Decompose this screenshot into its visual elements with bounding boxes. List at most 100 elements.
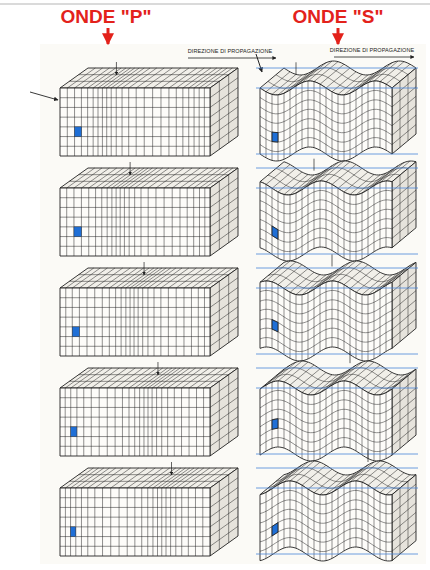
grid-line <box>129 68 157 88</box>
grid-line <box>75 488 76 556</box>
grid-line <box>176 268 204 288</box>
grid-line <box>268 374 400 388</box>
grid-line <box>400 81 401 147</box>
grid-line <box>260 328 392 342</box>
grid-line <box>79 174 229 175</box>
grid-line <box>308 469 332 489</box>
grid-line <box>344 381 345 447</box>
grid-line <box>182 88 183 156</box>
grid-line <box>314 395 315 461</box>
grid-line <box>71 368 99 388</box>
grid-line <box>392 199 416 219</box>
grid-line <box>111 188 112 256</box>
grid-line <box>380 395 381 461</box>
s-wave-block <box>256 361 418 461</box>
grid-line <box>166 488 167 556</box>
grid-line <box>141 188 142 256</box>
grid-line <box>144 68 172 88</box>
grid-line <box>260 409 392 423</box>
grid-line <box>392 484 416 504</box>
rest-line <box>256 454 418 455</box>
heading-arrow <box>337 28 340 44</box>
grid-line <box>392 522 416 542</box>
grid-line <box>129 188 130 256</box>
grid-line <box>183 68 211 88</box>
rest-line <box>256 268 418 269</box>
grid-line <box>380 183 381 249</box>
grid-line <box>122 368 150 388</box>
grid-line <box>129 388 130 456</box>
grid-line <box>392 291 416 311</box>
rest-line <box>256 368 418 369</box>
grid-line <box>296 482 297 548</box>
grid-line <box>392 281 416 301</box>
direction-label: DIREZIONE DI PROPAGAZIONE <box>188 48 273 54</box>
top-face <box>60 468 238 488</box>
grid-line <box>260 509 392 523</box>
grid-line <box>168 88 169 156</box>
grid-line <box>147 488 148 556</box>
grid-line <box>116 268 144 288</box>
grid-line <box>199 68 227 88</box>
grid-line <box>350 174 374 194</box>
grid-line <box>65 368 93 388</box>
grid-line <box>60 126 210 127</box>
grid-line <box>60 436 210 437</box>
grid-line <box>60 97 210 98</box>
grid-line <box>74 88 75 156</box>
grid-line <box>392 494 416 514</box>
grid-line <box>87 88 88 156</box>
grid-line <box>284 269 308 289</box>
grid-line <box>95 188 96 256</box>
marked-cell <box>71 427 77 437</box>
grid-line <box>135 468 163 488</box>
grid-line <box>69 481 219 482</box>
grid-line <box>74 168 102 188</box>
grid-line <box>219 481 220 549</box>
grid-line <box>296 193 297 259</box>
side-face <box>392 68 416 154</box>
grid-line <box>86 288 87 356</box>
grid-line <box>392 181 416 201</box>
grid-line <box>135 368 163 388</box>
grid-line <box>115 288 116 356</box>
grid-line <box>75 68 103 88</box>
grid-line <box>168 268 196 288</box>
grid-line <box>210 187 238 207</box>
picture-panel <box>40 44 426 564</box>
grid-line <box>60 207 210 208</box>
grid-line <box>76 468 104 488</box>
grid-line <box>141 488 142 556</box>
grid-line <box>368 83 369 149</box>
front-face <box>60 88 210 156</box>
p-wave-block <box>60 68 238 156</box>
grid-line <box>374 81 375 147</box>
grid-line <box>67 88 68 156</box>
side-face <box>392 262 416 348</box>
grid-line <box>60 536 210 537</box>
grid-line <box>60 507 210 508</box>
rest-line <box>256 254 418 255</box>
grid-line <box>81 68 109 88</box>
grid-line <box>189 368 217 388</box>
grid-line <box>210 226 238 246</box>
grid-line <box>160 288 161 356</box>
grid-line <box>77 368 105 388</box>
grid-line <box>194 168 222 188</box>
wave-heading: ONDE "P" <box>61 7 152 28</box>
grid-line <box>210 497 238 517</box>
direction-label: DIREZIONE DI PROPAGAZIONE <box>330 47 415 53</box>
grid-line <box>320 495 321 561</box>
grid-line <box>392 531 416 551</box>
grid-line <box>386 161 410 181</box>
grid-line <box>60 526 210 527</box>
grid-line <box>260 219 392 233</box>
rest-line <box>256 154 418 155</box>
grid-line <box>70 488 71 556</box>
grid-line <box>219 381 220 449</box>
grid-line <box>148 388 149 456</box>
grid-line <box>260 238 392 252</box>
grid-line <box>380 82 381 148</box>
impulse-arrow <box>256 54 262 72</box>
grid-line <box>276 468 408 482</box>
